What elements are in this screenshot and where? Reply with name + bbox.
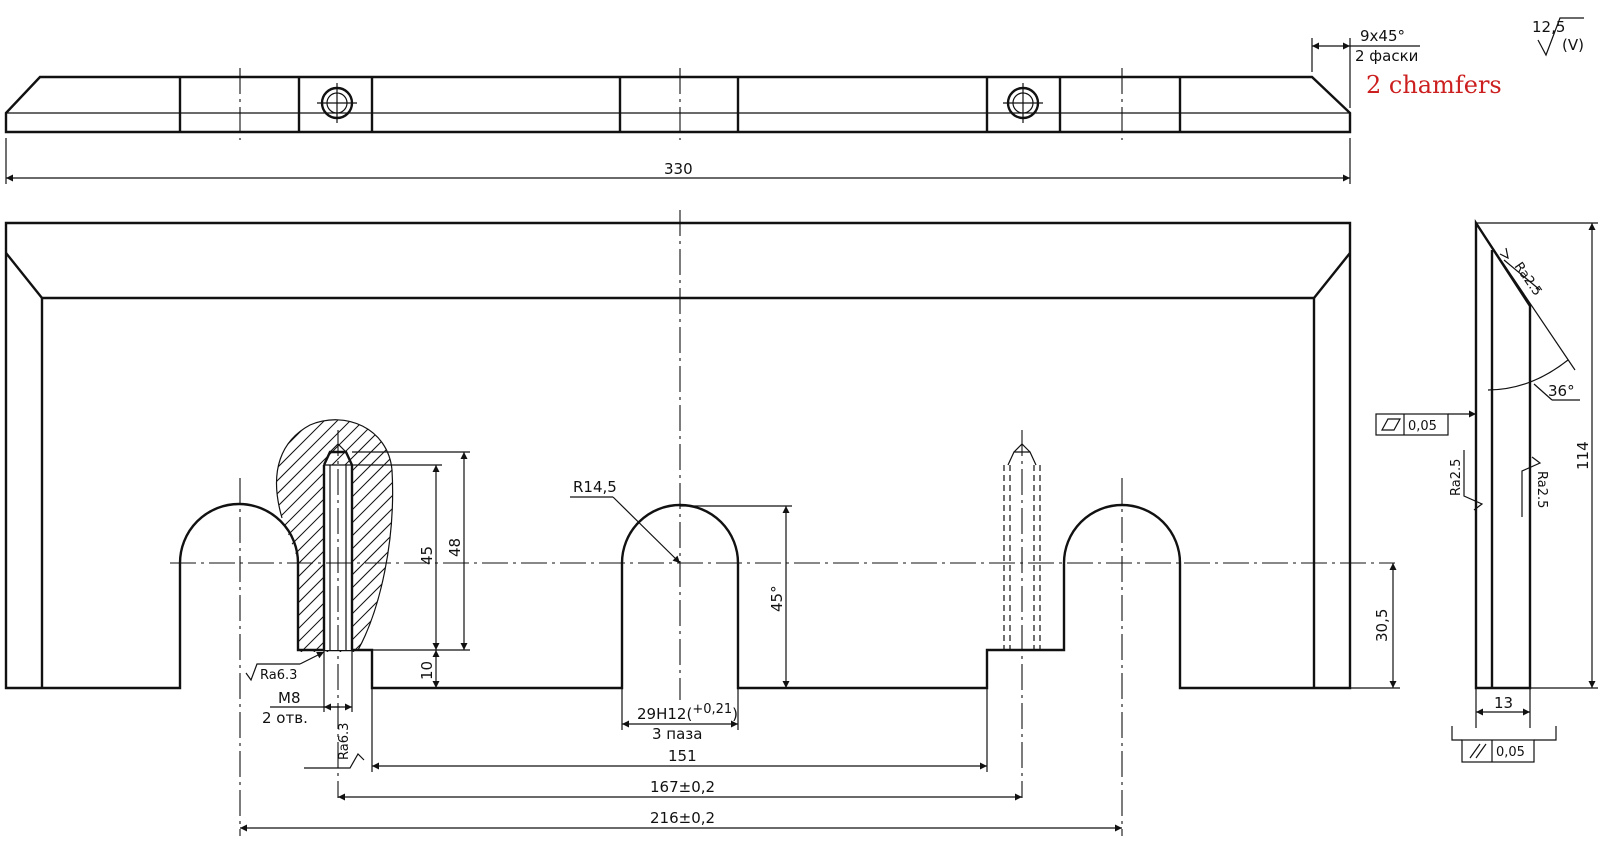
hatch-line — [304, 419, 393, 652]
top-hole-right — [1003, 83, 1043, 123]
dim-216: 216±0,2 — [650, 809, 715, 827]
hatch-line — [276, 419, 379, 652]
roughness-left: Ra6.3 — [245, 651, 325, 683]
surface-finish-value: 12,5 — [1532, 18, 1565, 36]
section-hatch — [0, 380, 963, 700]
parallelism-value: 0,05 — [1496, 745, 1525, 760]
center-height-label: 30,5 — [1373, 609, 1391, 642]
bevel-roughness-label: Ra2.5 — [1511, 260, 1545, 299]
hatch-line — [513, 380, 833, 700]
side-height-label: 114 — [1574, 441, 1592, 470]
hatch-line — [330, 419, 393, 652]
thread-label: M8 — [278, 689, 301, 707]
chamfer-note: 2 chamfers — [1366, 71, 1502, 99]
hatch-line — [276, 419, 393, 652]
hatch-line — [474, 380, 794, 700]
bevel-angle-label: 36° — [1548, 382, 1575, 400]
hatch-line — [276, 419, 353, 652]
hatch-line — [604, 380, 924, 700]
hatch-line — [0, 380, 222, 700]
hatch-line — [0, 380, 209, 700]
hatch-line — [276, 419, 327, 652]
hatch-line — [276, 419, 393, 652]
parallelism-tolerance-frame: 0,05 — [1451, 726, 1557, 763]
surface-finish-general: (V) — [1562, 36, 1584, 54]
hatch-line — [396, 380, 716, 700]
chamfer-size: 9x45° — [1360, 27, 1405, 45]
hatch-line — [276, 419, 393, 652]
chamfer-count: 2 фаски — [1355, 47, 1418, 65]
slot-count-label: 3 паза — [652, 725, 702, 743]
hatch-line — [276, 419, 393, 652]
hatch-line — [0, 380, 235, 700]
hatch-line — [617, 380, 937, 700]
roughness-bottom: Ra6.3 — [304, 723, 365, 769]
hatch-line — [276, 419, 393, 652]
body-height-label: 48 — [446, 538, 464, 557]
slot-width-label: 29H12( — [637, 705, 692, 723]
hatch-line — [500, 380, 820, 700]
hatch-line — [591, 380, 911, 700]
hatch-line — [435, 380, 755, 700]
front-view: R14,5 45 48 10 45° 30,5 Ra6.3 M8 — [0, 210, 1400, 836]
roughness-bottom-label: Ra6.3 — [337, 723, 352, 760]
hatch-line — [526, 380, 846, 700]
hatch-line — [0, 380, 261, 700]
top-view: 9x45° 2 фаски 2 chamfers 330 — [4, 27, 1502, 184]
hatch-line — [276, 419, 366, 652]
hatch-line — [276, 419, 393, 652]
hatch-line — [382, 419, 393, 652]
side-view: Ra2.5 36° 0,05 Ra2.5 Ra2.5 114 — [1375, 218, 1598, 763]
hatch-line — [276, 419, 393, 652]
hatch-line — [422, 380, 742, 700]
hatch-line — [276, 419, 393, 652]
hatch-line — [643, 380, 963, 700]
side-right-roughness-label: Ra2.5 — [1534, 471, 1549, 508]
top-view-outline — [4, 75, 1352, 134]
side-view-outline — [1474, 218, 1532, 690]
hole-depth-label: 45 — [418, 546, 436, 565]
hatch-line — [356, 419, 393, 652]
hatch-line — [369, 419, 393, 652]
hatch-line — [276, 419, 314, 652]
dim-167: 167±0,2 — [650, 778, 715, 796]
surface-finish-symbol: 12,5 (V) — [1532, 17, 1584, 57]
svg-text:29H12(+0,21): 29H12(+0,21) — [637, 702, 738, 723]
top-hole-left — [317, 83, 357, 123]
hatch-line — [276, 419, 393, 652]
hatch-line — [565, 380, 885, 700]
hatch-line — [0, 380, 170, 700]
radius-label: R14,5 — [573, 478, 617, 496]
hatch-line — [0, 380, 196, 700]
flatness-value: 0,05 — [1408, 419, 1437, 434]
hatch-line — [539, 380, 859, 700]
side-right-roughness: Ra2.5 — [1521, 456, 1549, 517]
dim-151: 151 — [668, 747, 697, 765]
front-view-outline — [4, 221, 1352, 690]
flatness-tolerance-frame: 0,05 — [1375, 410, 1476, 436]
hatch-line — [276, 419, 393, 652]
step-height-label: 10 — [418, 661, 436, 680]
hatch-line — [276, 419, 393, 652]
hatch-line — [276, 419, 301, 652]
hatch-line — [343, 419, 393, 652]
thread-count-label: 2 отв. — [262, 709, 308, 727]
hatch-line — [0, 380, 183, 700]
hatch-line — [448, 380, 768, 700]
slot-tolerance-label: +0,21 — [692, 702, 732, 717]
side-left-roughness: Ra2.5 — [1449, 450, 1484, 511]
hatch-line — [276, 419, 393, 652]
slot-close-paren: ) — [732, 705, 738, 723]
side-thickness-label: 13 — [1494, 694, 1513, 712]
hatch-line — [276, 419, 393, 652]
slot-depth-label: 45° — [768, 585, 786, 612]
overall-length: 330 — [664, 160, 693, 178]
hatch-line — [630, 380, 950, 700]
hatch-line — [552, 380, 872, 700]
hatch-line — [0, 380, 248, 700]
side-left-roughness-label: Ra2.5 — [1449, 459, 1464, 496]
roughness-left-label: Ra6.3 — [260, 668, 297, 683]
hatch-line — [487, 380, 807, 700]
